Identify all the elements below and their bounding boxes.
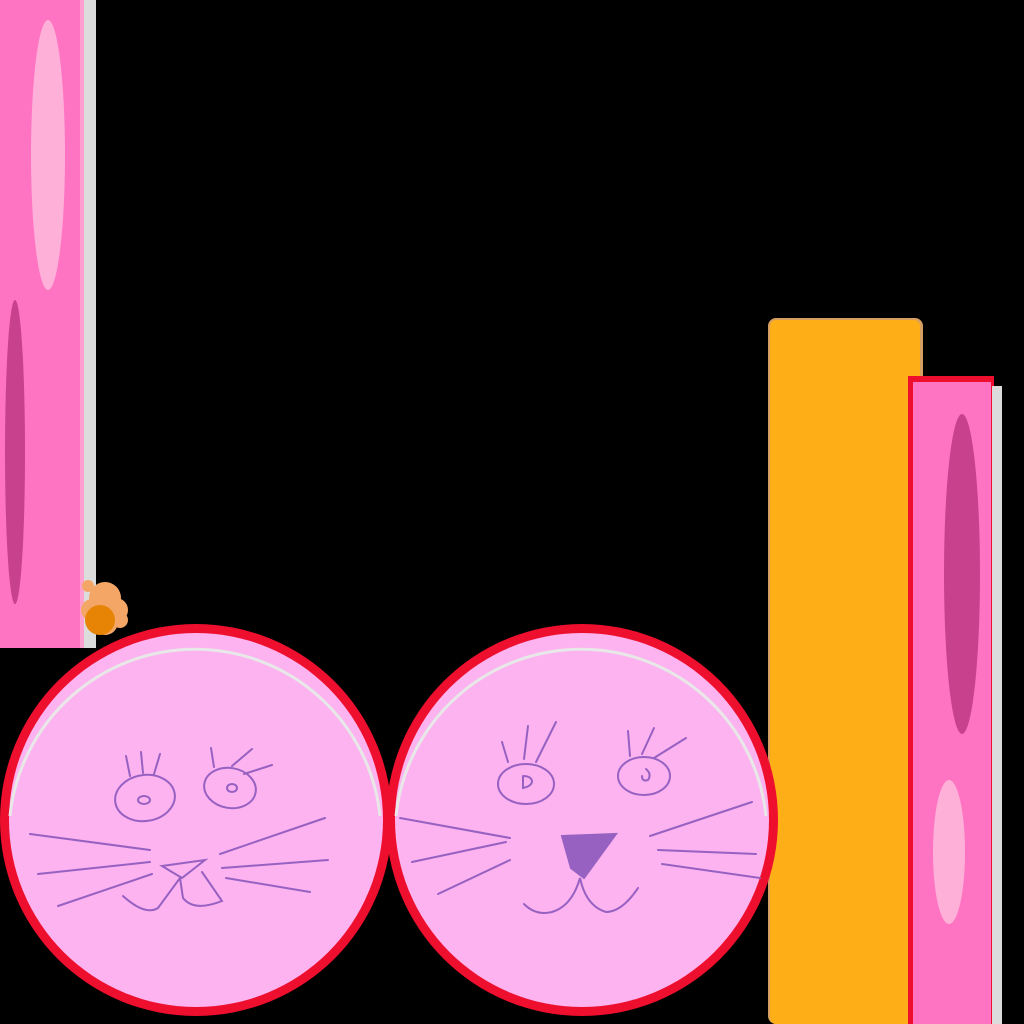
orange-block[interactable]	[766, 316, 926, 1024]
pink-pillar-left[interactable]	[0, 0, 96, 648]
cat-ball-right[interactable]	[386, 616, 782, 1024]
flower-pickup[interactable]	[78, 580, 132, 642]
pink-pillar-right[interactable]	[904, 376, 1004, 1024]
cat-ball-left[interactable]	[0, 616, 396, 1024]
